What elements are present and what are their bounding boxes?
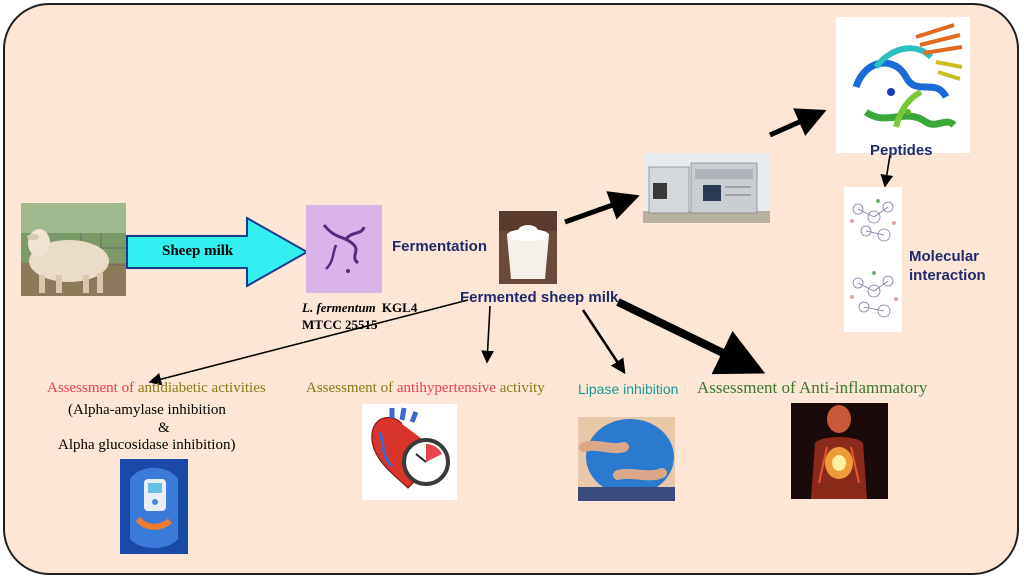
inflammation-body-image [791,403,888,499]
arrow-to-molecular [880,154,894,188]
lipase-label: Lipase inhibition [578,381,679,397]
antidiabetic-detail-2: Alpha glucosidase inhibition) [58,437,236,453]
arrow-to-antidiabetic [148,299,469,386]
antidiabetic-prefix: Assessment of [47,380,138,396]
fermented-milk-label: Fermented sheep milk [460,289,619,306]
arrow-to-antihypertensive [481,305,494,364]
spectrometer-image [643,153,770,223]
heart-gauge-image [362,404,457,500]
strain-name: L. fermentum [302,300,376,315]
belly-image [578,417,675,501]
antidiabetic-highlight: antidiabetic activities [137,380,266,396]
antidiabetic-detail-1: (Alpha-amylase inhibition [68,402,226,418]
strain-code: KGL4 [381,300,418,315]
antihypertensive-highlight: antihypertensive [396,380,496,396]
diabetes-image [120,459,188,554]
strain-label: L. fermentum KGL4 MTCC 25515 [302,299,417,333]
arrow-to-lipase [581,309,626,375]
antihypertensive-title: Assessment of antihypertensive activity [306,380,545,397]
antidiabetic-title: Assessment of antidiabetic activities [47,380,266,397]
antihypertensive-prefix: Assessment of [306,380,397,396]
arrow-to-antiinflammatory [616,298,766,375]
protein-structure-image [836,17,970,153]
peptides-label: Peptides [870,142,933,159]
sheep-milk-label: Sheep milk [162,243,234,259]
antiinflammatory-label: Assessment of Anti-inflammatory [697,378,928,397]
sheep-milk-arrow [126,216,310,288]
arrow-to-spectrometer [564,191,640,225]
strain-mtcc: MTCC 25515 [302,317,378,332]
yogurt-image [499,211,557,284]
molecular-interaction-image [844,187,902,332]
fermentation-label: Fermentation [392,238,488,255]
sheep-image [21,203,126,296]
bacteria-image [306,205,382,293]
antidiabetic-amp: & [158,420,170,436]
molecular-line1: Molecular [909,248,980,265]
arrow-to-peptides [768,108,827,138]
molecular-interaction-label: Molecular interaction [909,247,986,285]
molecular-line2: interaction [909,267,986,284]
antihypertensive-suffix: activity [495,380,545,396]
